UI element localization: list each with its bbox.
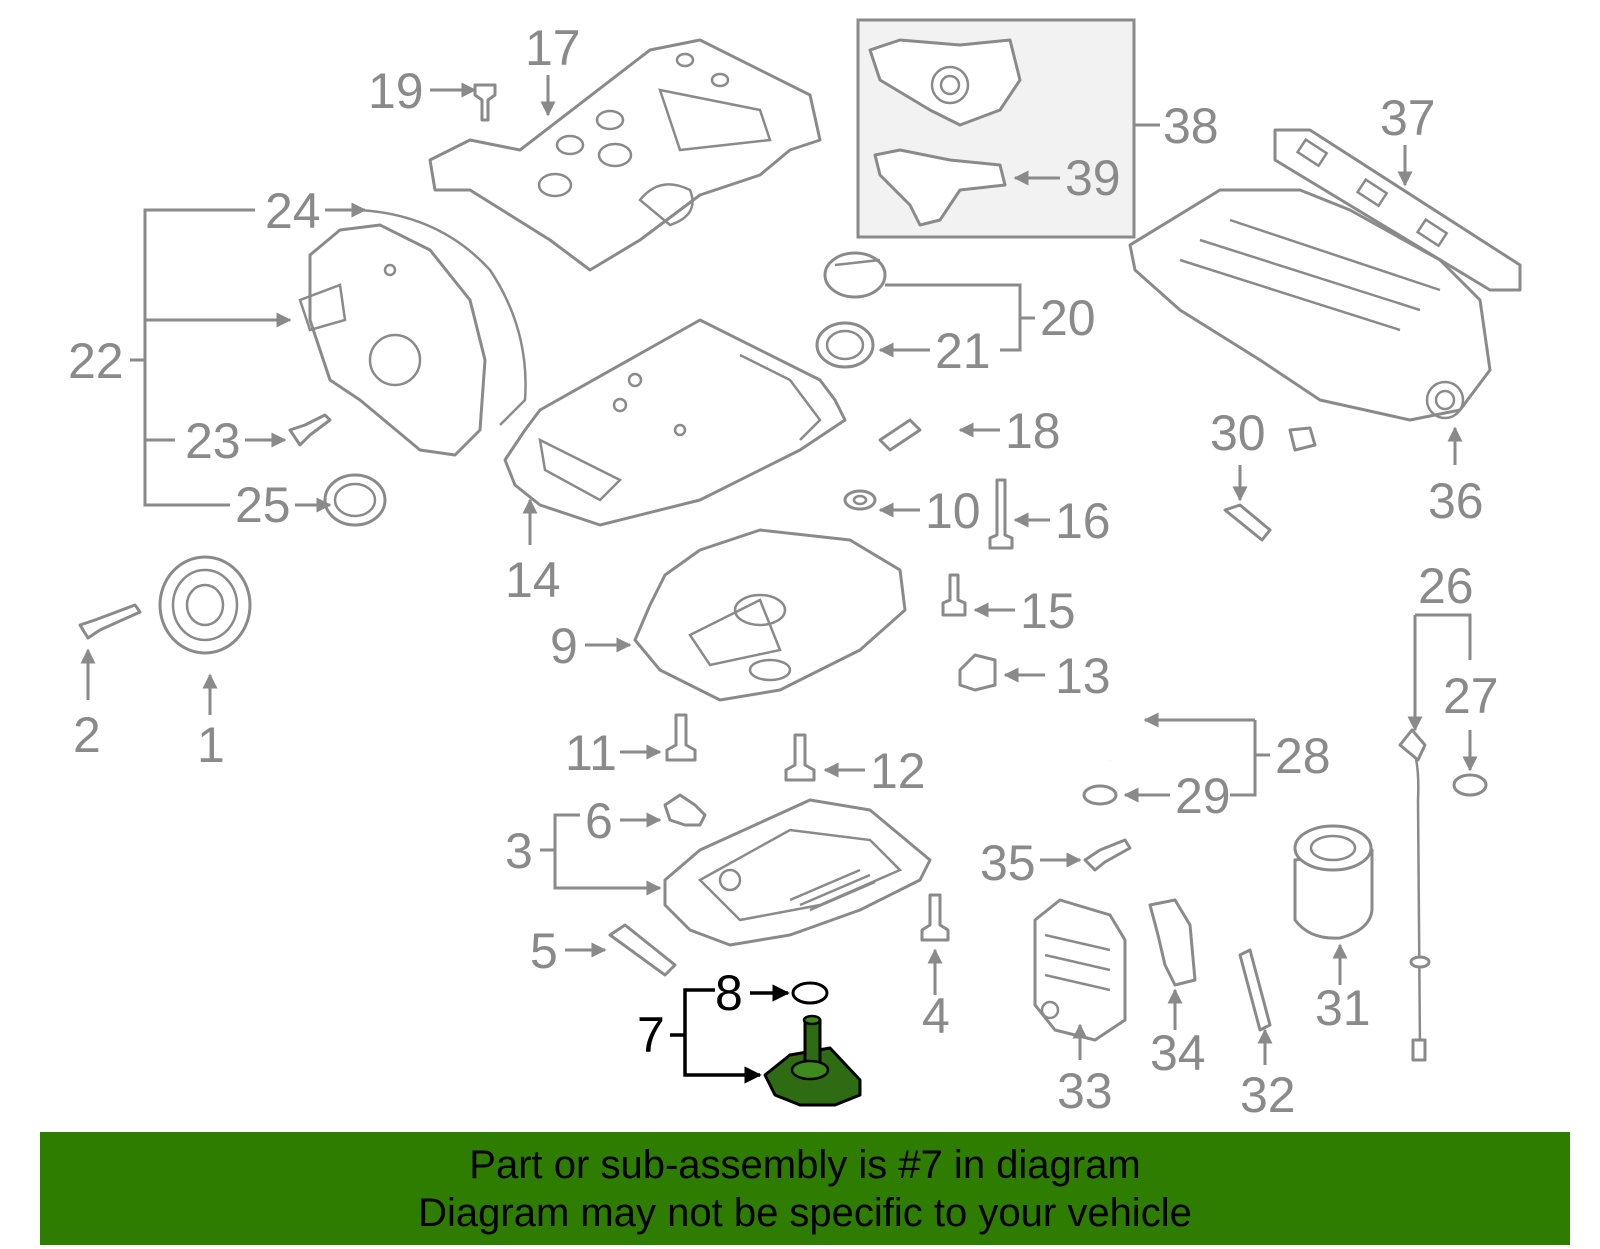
bolt-19 xyxy=(473,83,497,122)
callout-19: 19 xyxy=(368,63,424,119)
bolt-35 xyxy=(1083,838,1132,872)
gasket-37 xyxy=(1273,128,1522,292)
bolt-12 xyxy=(784,733,816,782)
callout-13: 13 xyxy=(1055,648,1111,704)
callout-27: 27 xyxy=(1443,668,1499,724)
banner-line-2: Diagram may not be specific to your vehi… xyxy=(418,1190,1192,1235)
inset-38 xyxy=(856,18,1136,239)
leader-lines xyxy=(80,75,1478,1084)
callout-25: 25 xyxy=(235,477,291,533)
callout-15: 15 xyxy=(1020,583,1076,639)
bolt-4 xyxy=(920,893,950,942)
callout-24: 24 xyxy=(265,183,321,239)
sensor-6 xyxy=(663,793,707,827)
oil-cooler xyxy=(1033,898,1127,1042)
callout-39: 39 xyxy=(1065,150,1121,206)
banner-line-1: Part or sub-assembly is #7 in diagram xyxy=(469,1142,1141,1187)
callout-26: 26 xyxy=(1418,558,1474,614)
bolt-15 xyxy=(941,573,967,617)
pulley xyxy=(158,555,252,655)
part-32 xyxy=(1238,948,1272,1032)
callout-35: 35 xyxy=(980,835,1036,891)
callout-37: 37 xyxy=(1380,90,1436,146)
part-18 xyxy=(878,418,922,452)
callout-28: 28 xyxy=(1275,728,1331,784)
oil-level-sensor-7 xyxy=(763,1014,862,1107)
bolt-23 xyxy=(288,413,332,447)
callout-17: 17 xyxy=(525,20,581,76)
callout-12: 12 xyxy=(870,743,926,799)
upper-pan-tray xyxy=(503,318,847,527)
dipstick-tube xyxy=(1106,426,1318,762)
bolt-11 xyxy=(665,713,697,762)
callout-9: 9 xyxy=(550,618,578,674)
bracket-34 xyxy=(1148,898,1197,987)
oil-pan xyxy=(663,798,932,947)
callout-20: 20 xyxy=(1040,290,1096,346)
callout-4: 4 xyxy=(922,988,950,1044)
info-banner: Part or sub-assembly is #7 in diagram Di… xyxy=(40,1132,1570,1245)
callout-3: 3 xyxy=(505,823,533,879)
callout-11: 11 xyxy=(565,725,617,781)
callout-14: 14 xyxy=(505,552,561,608)
oil-filler-cap xyxy=(815,251,887,369)
callout-16: 16 xyxy=(1055,493,1111,549)
washer-10 xyxy=(843,489,877,511)
callout-34: 34 xyxy=(1150,1025,1206,1081)
callout-22: 22 xyxy=(68,333,124,389)
oil-filter xyxy=(1293,824,1374,940)
part-13 xyxy=(958,653,997,692)
callout-1: 1 xyxy=(197,717,225,773)
callout-29: 29 xyxy=(1175,768,1231,824)
callout-32: 32 xyxy=(1240,1067,1296,1123)
callout-10: 10 xyxy=(925,483,981,539)
callout-6: 6 xyxy=(585,793,613,849)
callout-18: 18 xyxy=(1005,403,1061,459)
parts-diagram: 19 17 24 22 23 25 2 1 20 21 14 18 10 16 … xyxy=(68,18,1522,1123)
timing-cover xyxy=(298,208,527,457)
callout-33: 33 xyxy=(1057,1063,1113,1119)
part-5 xyxy=(608,923,677,977)
baffle-plate xyxy=(633,528,907,702)
o-ring-29 xyxy=(1082,784,1118,806)
callout-31: 31 xyxy=(1315,980,1371,1036)
callout-38: 38 xyxy=(1163,98,1219,154)
valve-cover xyxy=(428,38,822,272)
callout-5: 5 xyxy=(530,923,558,979)
callout-8: 8 xyxy=(715,965,743,1021)
callout-7: 7 xyxy=(637,1007,665,1063)
callout-21: 21 xyxy=(935,323,991,379)
intake-manifold xyxy=(1128,188,1492,422)
bolt-2 xyxy=(78,603,142,640)
callout-2: 2 xyxy=(73,707,101,763)
callout-36: 36 xyxy=(1428,473,1484,529)
seal-25 xyxy=(323,473,387,527)
bolt-16 xyxy=(988,478,1014,550)
bolt-30 xyxy=(1223,503,1272,542)
callout-labels: 19 17 24 22 23 25 2 1 20 21 14 18 10 16 … xyxy=(68,20,1499,1123)
dipstick xyxy=(1398,728,1488,1062)
o-ring-8 xyxy=(791,981,829,1005)
callout-23: 23 xyxy=(185,413,241,469)
callout-30: 30 xyxy=(1210,405,1266,461)
